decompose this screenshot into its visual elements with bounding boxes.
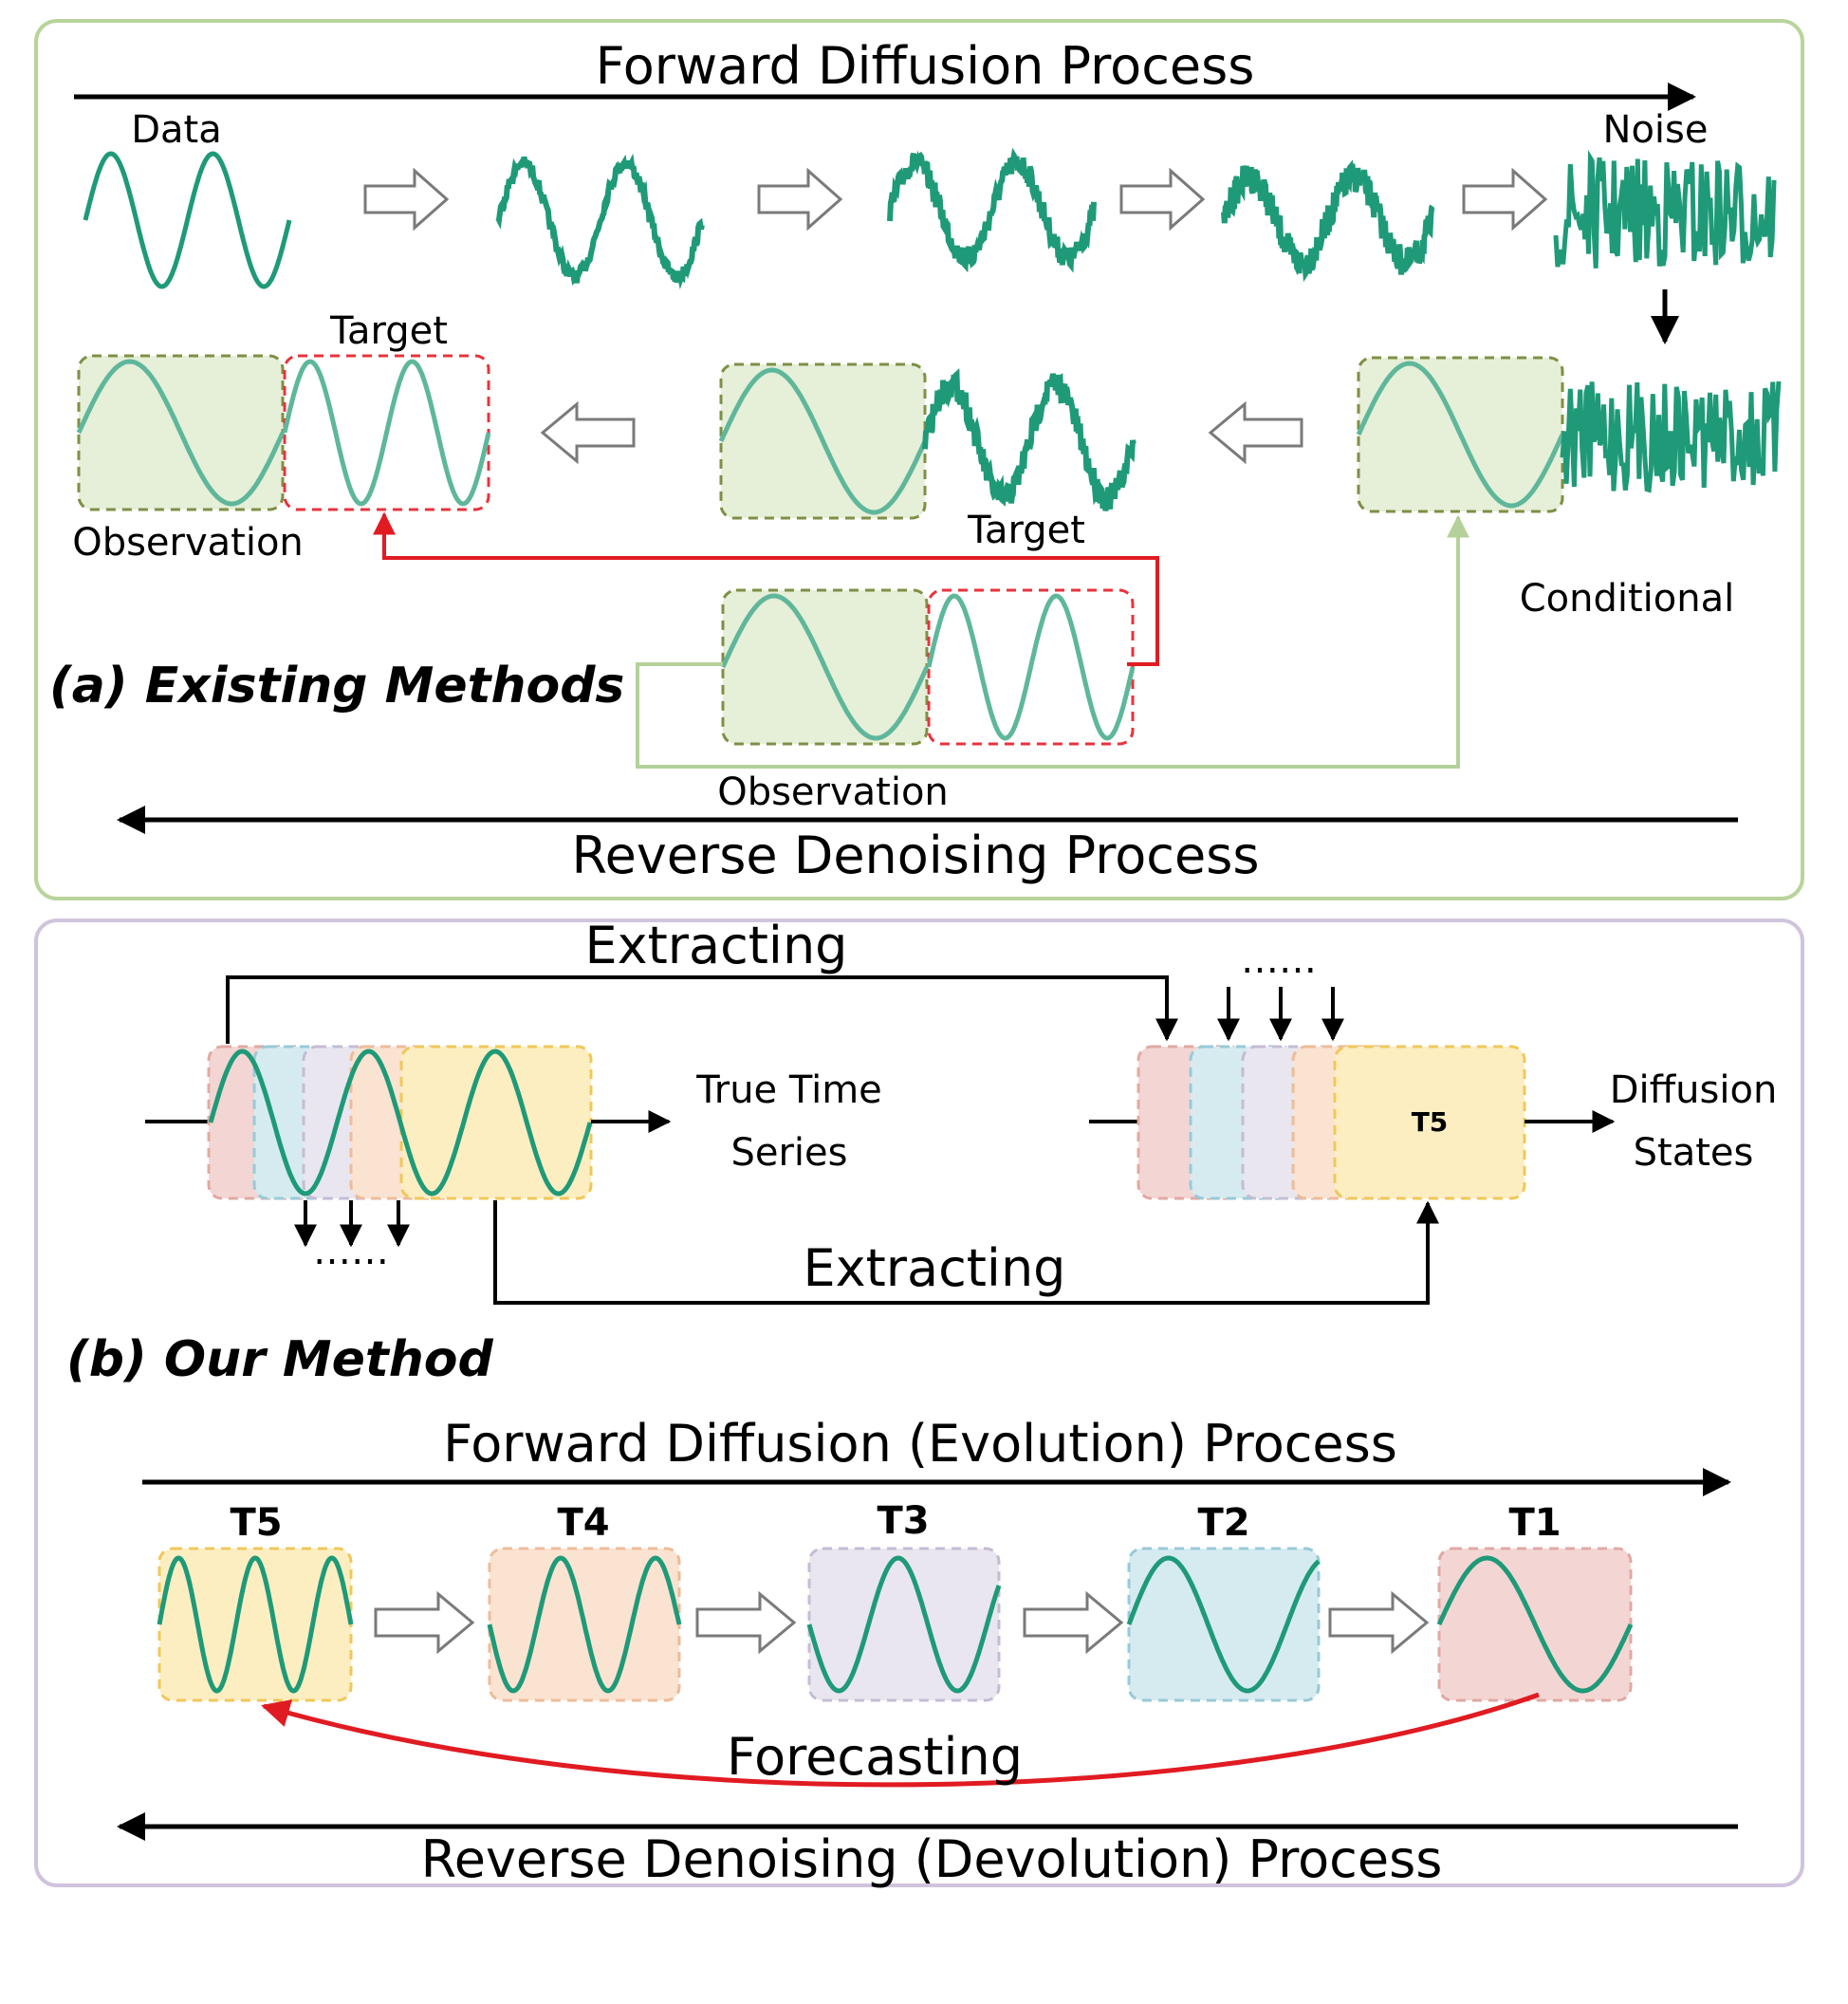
hollow-left-arrow-icon xyxy=(1208,400,1303,465)
hollow-arrow-icon xyxy=(363,167,450,232)
step-label-t2: T2 xyxy=(1197,1501,1249,1545)
red-target-connector xyxy=(373,511,1159,666)
step-box-t2 xyxy=(1127,1547,1321,1702)
noisy-wave-3 xyxy=(1221,159,1435,283)
section-title-b: (b) Our Method xyxy=(66,1331,493,1388)
dots-bottom: …… xyxy=(313,1230,389,1273)
diffusion-states-label-1: Diffusion xyxy=(1610,1068,1778,1112)
hollow-arrow-icon xyxy=(374,1590,475,1655)
forward-diffusion-label: Forward Diffusion Process xyxy=(596,36,1255,96)
hollow-arrow-icon xyxy=(757,167,843,232)
extracting-bottom-connector xyxy=(493,1200,1439,1305)
clean-data-wave xyxy=(83,151,292,289)
reverse-denoising-label: Reverse Denoising Process xyxy=(572,826,1260,885)
noise-wave-right xyxy=(1560,380,1782,493)
forecasting-label: Forecasting xyxy=(727,1727,1023,1787)
section-title-a: (a) Existing Methods xyxy=(49,658,624,714)
target-wave-bottom xyxy=(926,593,1136,741)
green-condition-connector xyxy=(636,514,1469,769)
stack-layer-5 xyxy=(399,1045,593,1200)
extracting-top-connector xyxy=(226,975,1178,1044)
observation-label-bottom: Observation xyxy=(717,770,949,814)
step-wave-t5 xyxy=(157,1555,354,1694)
noise-label: Noise xyxy=(1603,108,1709,152)
conditional-label: Conditional xyxy=(1520,577,1735,621)
observation-label-left: Observation xyxy=(72,521,304,565)
data-label: Data xyxy=(131,108,222,152)
hollow-arrow-icon xyxy=(695,1590,797,1655)
forward-evolution-label: Forward Diffusion (Evolution) Process xyxy=(443,1414,1397,1474)
target-wave-left xyxy=(282,359,491,507)
pure-noise-wave xyxy=(1553,149,1777,269)
step-label-t3: T3 xyxy=(877,1499,929,1543)
extracting-top-label: Extracting xyxy=(585,916,848,975)
step-wave-t4 xyxy=(487,1555,682,1694)
hollow-arrow-icon xyxy=(1462,167,1548,232)
noisy-wave-1 xyxy=(495,153,705,289)
hollow-arrow-icon xyxy=(1328,1590,1430,1655)
reverse-devolution-label: Reverse Denoising (Devolution) Process xyxy=(421,1829,1443,1889)
hollow-left-arrow-icon xyxy=(540,400,636,465)
true-series-label-1: True Time xyxy=(695,1068,882,1112)
dots-top: …… xyxy=(1241,938,1317,982)
noisy-target-wave-middle xyxy=(922,368,1137,511)
step-label-t5: T5 xyxy=(230,1501,282,1545)
observation-wave-bottom xyxy=(720,593,930,741)
observation-wave-right xyxy=(1356,361,1565,509)
true-series-wave xyxy=(208,1048,593,1197)
step-wave-t3 xyxy=(806,1555,1002,1694)
observation-wave-left xyxy=(76,359,286,507)
diffusion-states-label-2: States xyxy=(1634,1131,1754,1175)
target-label-middle: Target xyxy=(967,509,1085,552)
forecasting-arrow xyxy=(261,1692,1540,1788)
observation-wave-middle xyxy=(718,367,928,515)
true-series-label-2: Series xyxy=(730,1131,847,1175)
step-label-t4: T4 xyxy=(557,1501,609,1545)
hollow-arrow-icon xyxy=(1119,167,1206,232)
extracting-bottom-label: Extracting xyxy=(804,1238,1066,1298)
step-label-t1: T1 xyxy=(1508,1501,1561,1545)
step-wave-t1 xyxy=(1436,1555,1634,1694)
hollow-arrow-icon xyxy=(1023,1590,1124,1655)
noisy-wave-2 xyxy=(887,147,1097,273)
target-label-left: Target xyxy=(329,309,448,353)
t5-state-label: T5 xyxy=(1412,1106,1449,1138)
step-wave-t2 xyxy=(1126,1555,1321,1694)
